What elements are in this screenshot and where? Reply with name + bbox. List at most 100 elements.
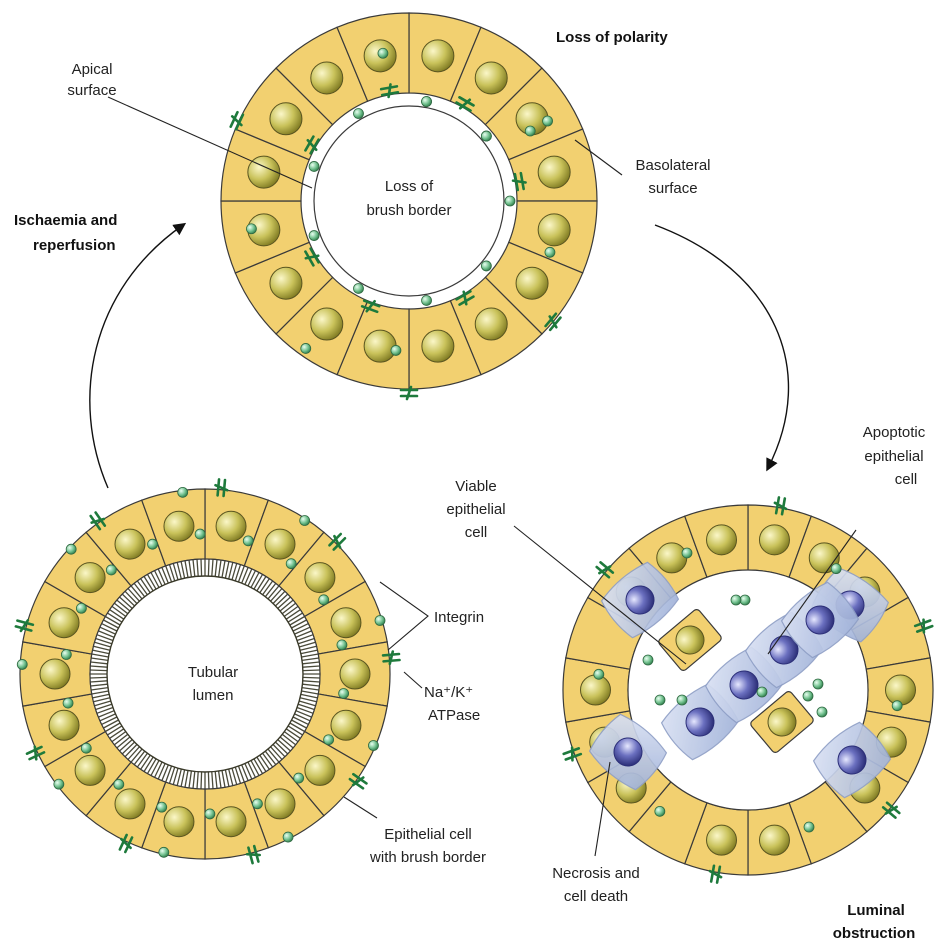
atpase-icon: [159, 847, 169, 857]
basolateral-label-2: surface: [648, 180, 697, 197]
arrow-to-loss-of-polarity: [90, 225, 183, 488]
atpase-icon: [804, 822, 814, 832]
nucleus-icon: [311, 62, 343, 94]
loss-brush-label-2: brush border: [366, 202, 451, 219]
atpase-label-1: Na⁺/K⁺: [424, 684, 473, 701]
nucleus-icon: [265, 789, 295, 819]
nucleus-icon: [270, 103, 302, 135]
atpase-icon: [422, 97, 432, 107]
atpase-label-2: ATPase: [428, 707, 480, 724]
nucleus-icon: [422, 330, 454, 362]
atpase-icon: [178, 487, 188, 497]
nucleus-icon: [475, 308, 507, 340]
nucleus-icon: [581, 675, 611, 705]
epithelial-label-1: Epithelial cell: [384, 826, 472, 843]
atpase-icon: [831, 564, 841, 574]
nucleus-icon: [305, 563, 335, 593]
atpase-icon: [339, 688, 349, 698]
atpase-icon: [677, 695, 687, 705]
nucleus-icon: [75, 563, 105, 593]
atpase-icon: [148, 539, 158, 549]
atpase-icon: [283, 832, 293, 842]
atpase-icon: [114, 779, 124, 789]
viable-label-1: Viable: [455, 478, 496, 495]
apical-label-2: surface: [67, 82, 116, 99]
atpase-icon: [319, 595, 329, 605]
atpase-icon: [324, 735, 334, 745]
atpase-icon: [286, 559, 296, 569]
luminal-label-2: obstruction: [833, 925, 916, 942]
nucleus-icon: [40, 659, 70, 689]
atpase-icon: [505, 196, 515, 206]
atpase-icon: [892, 701, 902, 711]
atpase-icon: [205, 809, 215, 819]
atpase-icon: [740, 595, 750, 605]
nucleus-icon: [164, 511, 194, 541]
atpase-icon: [817, 707, 827, 717]
atpase-icon: [354, 109, 364, 119]
nucleus-icon: [707, 525, 737, 555]
atpase-icon: [354, 283, 364, 293]
nucleus-icon: [340, 659, 370, 689]
viable-label-2: epithelial: [446, 501, 505, 518]
nucleus-icon: [115, 529, 145, 559]
nucleus-icon: [49, 710, 79, 740]
nucleus-icon: [164, 807, 194, 837]
nucleus-icon: [538, 214, 570, 246]
atpase-icon: [422, 295, 432, 305]
lumen-no-brush-border: [314, 106, 504, 296]
atpase-icon: [63, 698, 73, 708]
nucleus-icon: [331, 710, 361, 740]
nucleus-icon: [886, 675, 916, 705]
atpase-icon: [106, 565, 116, 575]
atpase-icon: [655, 806, 665, 816]
atpase-icon: [655, 695, 665, 705]
nucleus-icon: [422, 40, 454, 72]
atpase-icon: [543, 116, 553, 126]
atpase-icon: [252, 799, 262, 809]
nucleus-icon: [115, 789, 145, 819]
necrosis-label-2: cell death: [564, 888, 628, 905]
viable-label-3: cell: [465, 524, 488, 541]
atpase-icon: [813, 679, 823, 689]
atpase-leader: [404, 672, 422, 688]
atpase-icon: [337, 640, 347, 650]
arrow-to-luminal-obstruction: [655, 225, 788, 468]
atpase-icon: [481, 131, 491, 141]
nucleus-icon: [216, 807, 246, 837]
nucleus-icon: [538, 156, 570, 188]
apoptotic-label-2: epithelial: [864, 448, 923, 465]
atpase-icon: [731, 595, 741, 605]
nucleus-icon: [75, 755, 105, 785]
atpase-icon: [378, 48, 388, 58]
nucleus-icon: [516, 267, 548, 299]
atpase-icon: [243, 536, 253, 546]
atpase-icon: [803, 691, 813, 701]
atpase-icon: [757, 687, 767, 697]
atpase-icon: [643, 655, 653, 665]
ischaemia-label-1: Ischaemia and: [14, 212, 117, 229]
tubule-loss-of-polarity: [221, 13, 597, 389]
nucleus-icon: [305, 755, 335, 785]
nucleus-icon: [265, 529, 295, 559]
apical-label-1: Apical: [72, 61, 113, 78]
nucleus-icon: [49, 608, 79, 638]
epithelial-label-2: with brush border: [369, 849, 486, 866]
integrin-label: Integrin: [434, 609, 484, 626]
atpase-icon: [61, 650, 71, 660]
nucleus-icon: [759, 525, 789, 555]
tubular-lumen-label-2: lumen: [193, 687, 234, 704]
nucleus-icon: [759, 825, 789, 855]
atpase-icon: [682, 548, 692, 558]
luminal-label-1: Luminal: [847, 902, 905, 919]
atpase-icon: [17, 659, 27, 669]
atpase-icon: [368, 741, 378, 751]
atpase-icon: [76, 603, 86, 613]
necrosis-label-1: Necrosis and: [552, 865, 640, 882]
tubular-lumen-label-1: Tubular: [188, 664, 238, 681]
atpase-icon: [300, 516, 310, 526]
atpase-icon: [54, 779, 64, 789]
nucleus-icon: [657, 543, 687, 573]
nucleus-icon: [707, 825, 737, 855]
apoptotic-label-3: cell: [895, 471, 918, 488]
